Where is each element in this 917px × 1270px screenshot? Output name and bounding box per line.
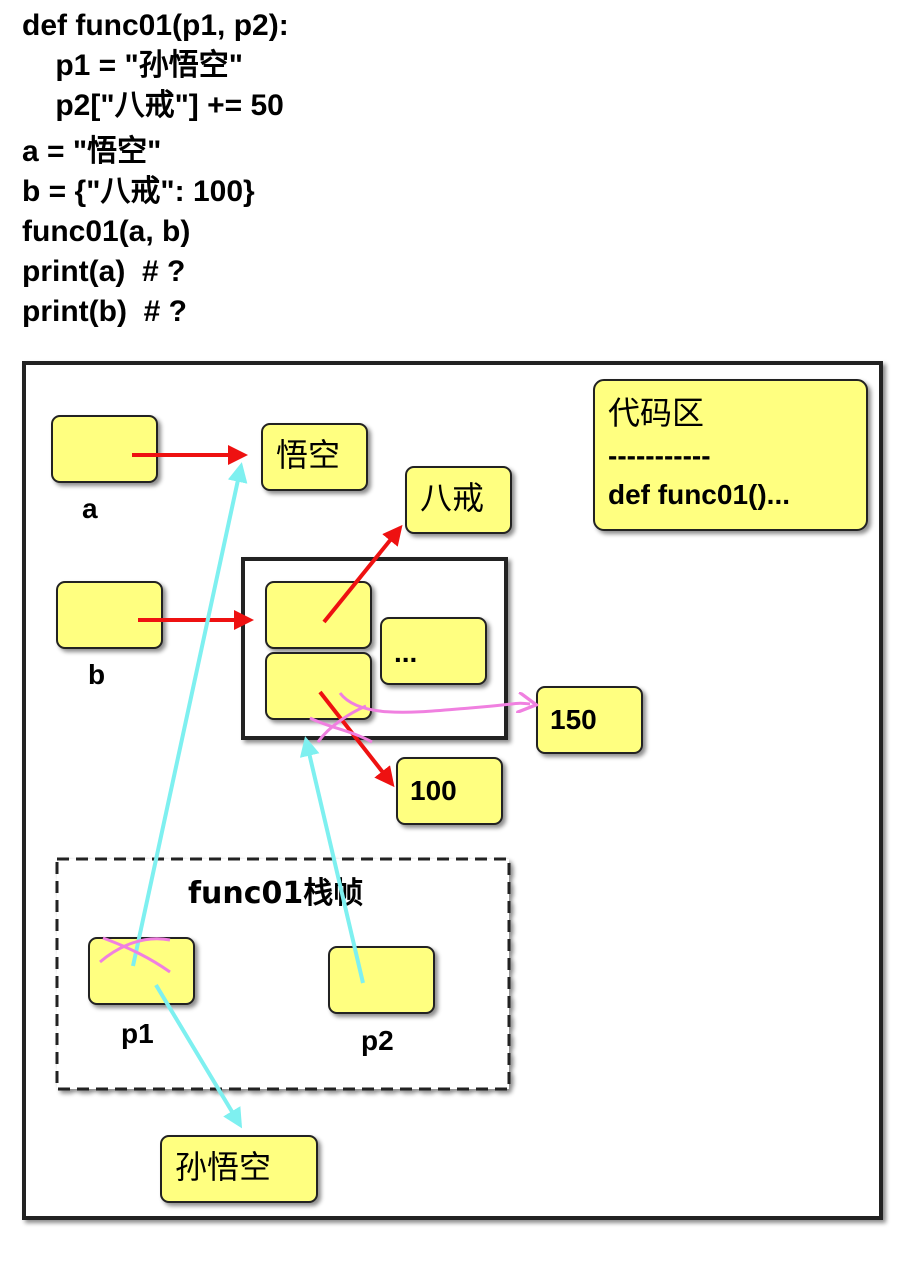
dict-more-text: ...	[394, 637, 417, 668]
object-sunwukong-text: 孙悟空	[175, 1148, 271, 1186]
param-p1-box	[88, 937, 195, 1005]
code-area-box: 代码区 ----------- def func01()...	[593, 379, 868, 531]
var-a-label: a	[82, 493, 98, 524]
arrow-key-to-bajie	[322, 524, 403, 624]
object-100-text: 100	[410, 775, 457, 806]
object-bajie: 八戒	[405, 466, 512, 534]
object-wukong-text: 悟空	[276, 436, 340, 474]
code-body-line-1: p1 = "孙悟空"	[22, 49, 243, 82]
object-sunwukong: 孙悟空	[160, 1135, 318, 1203]
code-assign-a: a = "悟空"	[22, 135, 162, 168]
arrow-p1-to-sunwukong	[154, 983, 243, 1129]
var-b-label: b	[88, 659, 105, 690]
object-100: 100	[396, 757, 503, 825]
param-p1-label: p1	[121, 1018, 154, 1049]
param-p2-label: p2	[361, 1025, 394, 1056]
dict-more-slot: ...	[380, 617, 487, 685]
func01-frame-title: func01栈帧	[188, 876, 363, 911]
code-print-b: print(b) # ?	[22, 295, 187, 328]
object-150: 150	[536, 686, 643, 754]
object-wukong: 悟空	[261, 423, 368, 491]
var-b-box	[56, 581, 163, 649]
code-listing: def func01(p1, p2): p1 = "孙悟空" p2["八戒"] …	[22, 6, 289, 332]
arrow-value-to-100	[318, 690, 395, 788]
arrow-p2-to-dict	[299, 736, 365, 984]
var-a-box	[51, 415, 158, 483]
code-def-line: def func01(p1, p2):	[22, 9, 289, 42]
cross-mark-p1	[99, 936, 171, 974]
arrow-p1-to-wukong	[131, 462, 248, 967]
object-150-text: 150	[550, 704, 597, 735]
object-bajie-text: 八戒	[420, 479, 484, 517]
cross-mark-old-value	[309, 704, 373, 744]
dict-key-slot	[265, 581, 372, 649]
param-p2-box	[328, 946, 435, 1014]
dict-value-slot	[265, 652, 372, 720]
code-area-title: 代码区	[608, 394, 704, 432]
code-assign-b: b = {"八戒": 100}	[22, 175, 255, 208]
code-print-a: print(a) # ?	[22, 255, 186, 288]
code-body-line-2: p2["八戒"] += 50	[22, 89, 284, 122]
code-call: func01(a, b)	[22, 215, 191, 248]
code-area-divider: -----------	[608, 440, 711, 471]
code-area-def: def func01()...	[608, 479, 790, 510]
